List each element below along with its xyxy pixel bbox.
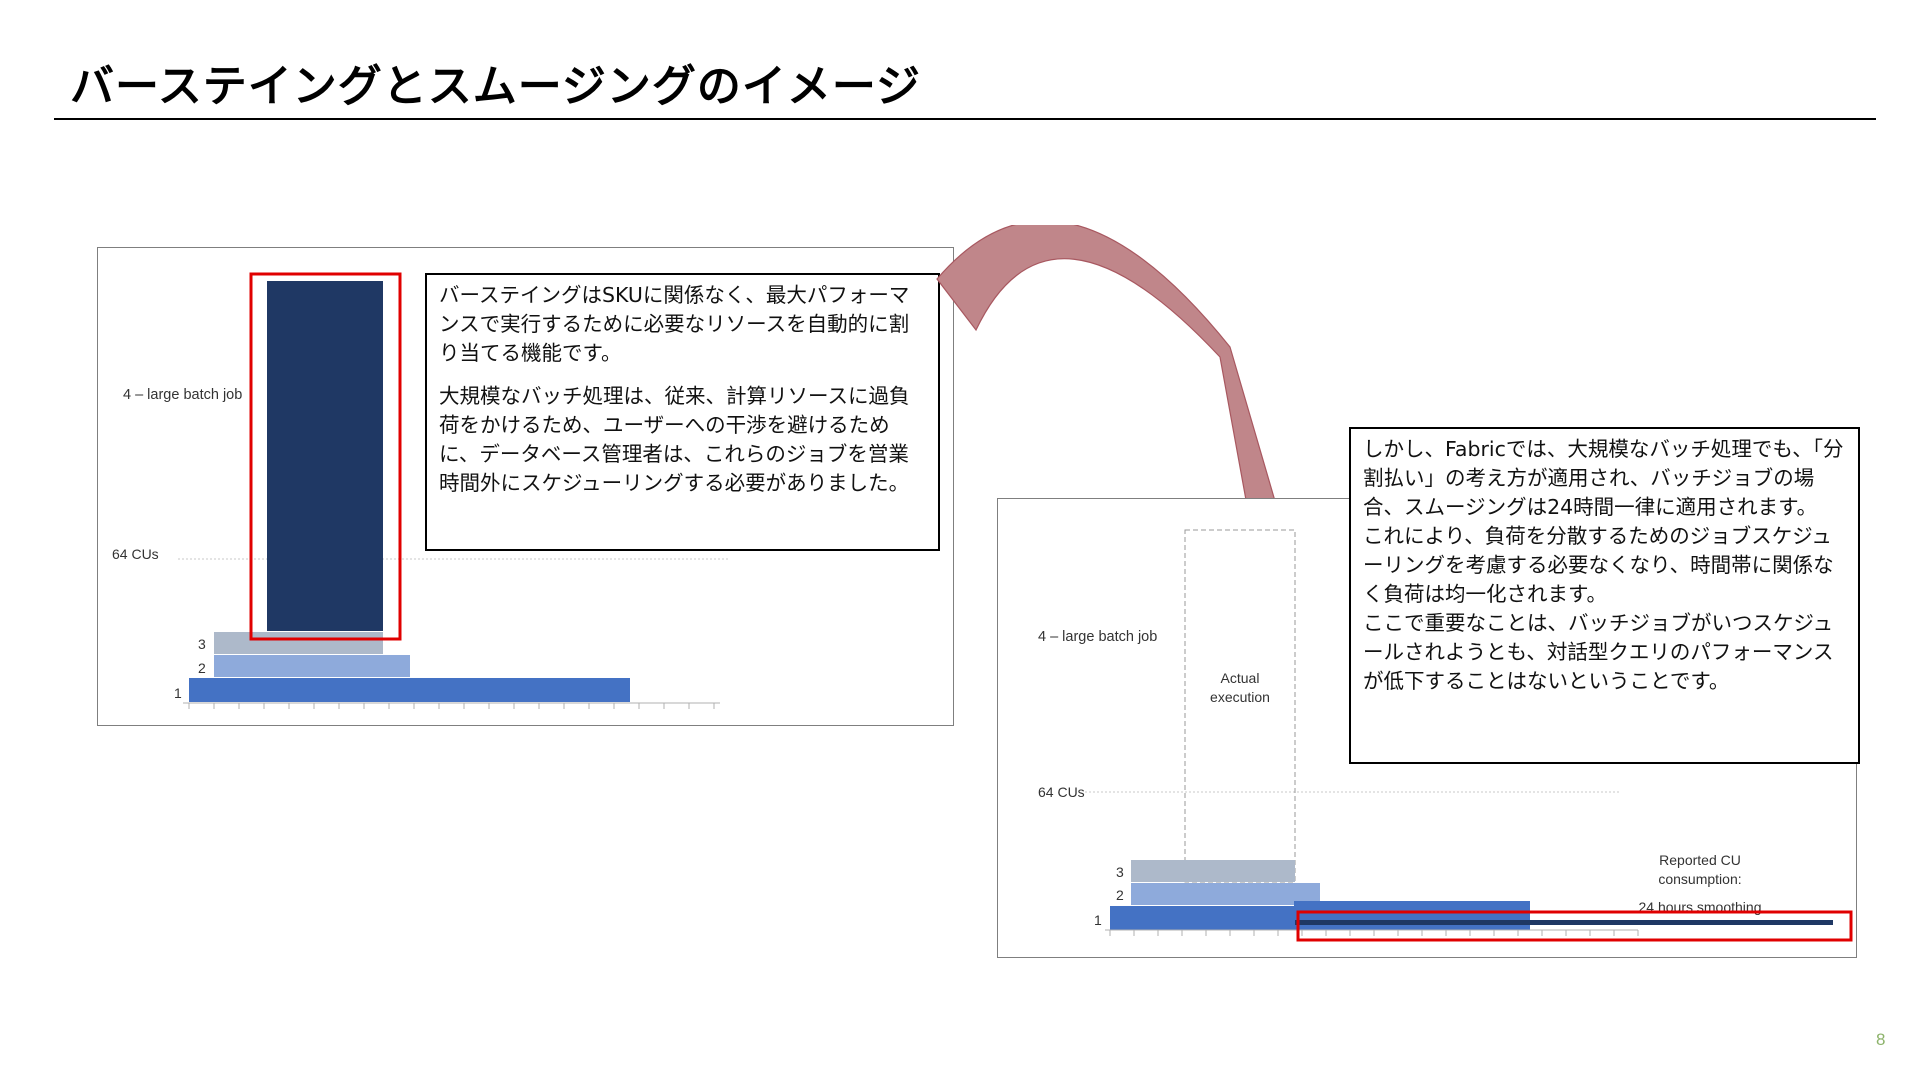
job-3-bar [214, 632, 383, 654]
capacity-label: 64 CUs [112, 546, 159, 562]
x-axis-ticks [188, 703, 715, 709]
capacity-label: 64 CUs [1038, 784, 1085, 800]
right-callout-paragraph-2: これにより、負荷を分散するためのジョブスケジューリングを考慮する必要なくなり、時… [1363, 524, 1834, 606]
right-chart: 64 CUs 4 – large batch job Actual execut… [1038, 529, 1853, 942]
curved-arrow [936, 225, 1307, 522]
row-label-2: 2 [1116, 887, 1124, 903]
job-2-bar [1131, 883, 1320, 905]
row-label-3: 3 [1116, 864, 1124, 880]
left-callout-paragraph-2: 大規模なバッチ処理は、従来、計算リソースに過負荷をかけるため、ユーザーへの干渉を… [439, 384, 910, 495]
right-callout-paragraph-3: ここで重要なことは、バッチジョブがいつスケジュールされようとも、対話型クエリのパ… [1363, 611, 1834, 693]
row-label-3: 3 [198, 636, 206, 652]
large-batch-job-bar [267, 281, 383, 631]
burst-highlight-box [249, 272, 402, 641]
left-chart: 64 CUs 4 – large batch job 1 2 3 [112, 272, 728, 709]
title-underline [54, 118, 1876, 120]
job-3-bar [1131, 860, 1295, 882]
reported-label-line2: consumption: [1658, 871, 1741, 887]
actual-execution-label-line2: execution [1210, 689, 1270, 705]
reported-label-line1: Reported CU [1659, 852, 1741, 868]
job-label: 4 – large batch job [123, 387, 242, 403]
row-label-1: 1 [174, 685, 182, 701]
actual-execution-label-line1: Actual [1221, 670, 1260, 686]
actual-execution-box [1184, 529, 1296, 883]
x-axis-ticks [1109, 930, 1639, 936]
page-number: 8 [1876, 1030, 1886, 1049]
arrow-shape [936, 225, 1307, 522]
job-label: 4 – large batch job [1038, 629, 1157, 645]
smoothing-highlight-box [1296, 910, 1853, 942]
job-1-bar [189, 678, 630, 702]
smoothed-consumption-line [1295, 920, 1833, 925]
left-callout-paragraph-1: バーステイングはSKUに関係なく、最大パフォーマンスで実行するために必要なリソー… [439, 283, 910, 365]
left-callout: バーステイングはSKUに関係なく、最大パフォーマンスで実行するために必要なリソー… [425, 273, 940, 551]
right-callout: しかし、Fabricでは、大規模なバッチ処理でも、「分割払い」の考え方が適用され… [1349, 427, 1860, 764]
row-label-2: 2 [198, 660, 206, 676]
job-2-bar [214, 655, 410, 677]
row-label-1: 1 [1094, 912, 1102, 928]
page-title: バーステイングとスムージングのイメージ [70, 61, 922, 112]
job-1-bar [1110, 906, 1530, 930]
right-callout-paragraph-1: しかし、Fabricでは、大規模なバッチ処理でも、「分割払い」の考え方が適用され… [1363, 437, 1844, 519]
